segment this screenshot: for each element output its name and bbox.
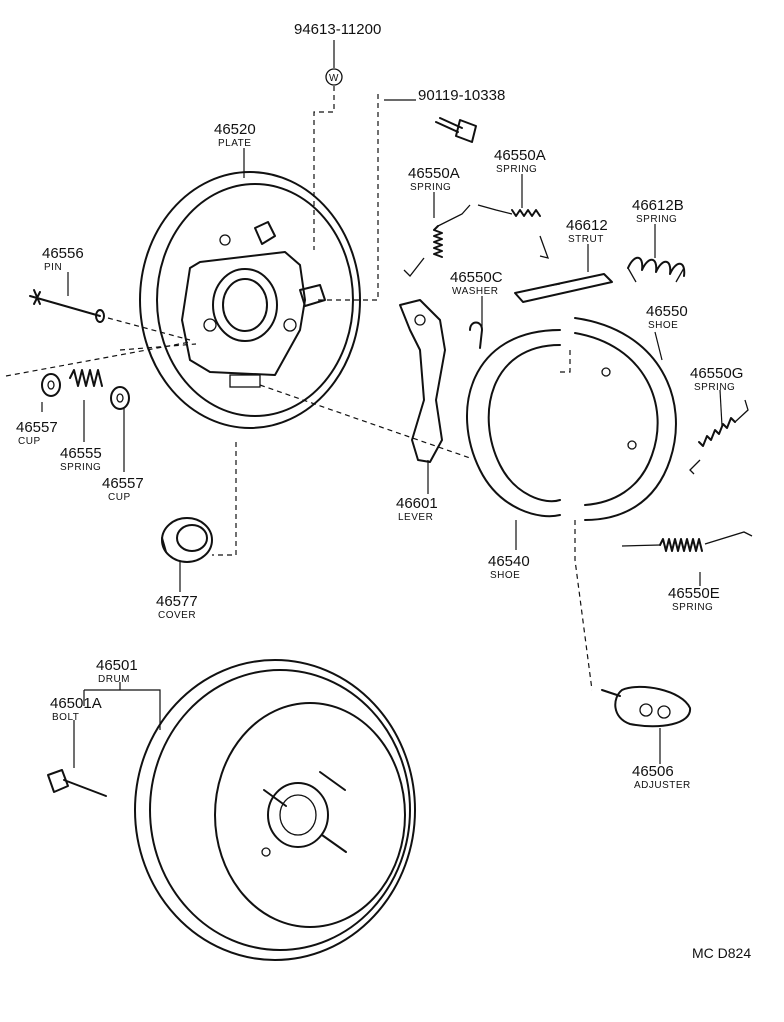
shoe-46550-drawing — [574, 317, 677, 521]
spring-46550a-left-drawing — [403, 204, 471, 277]
washer-symbol-label: W — [329, 73, 339, 84]
part-number: 46612B — [632, 197, 684, 214]
part-number: 46557 — [16, 419, 58, 436]
lever-drawing — [399, 299, 446, 463]
part-number: 46550A — [408, 165, 460, 182]
part-number: 46557 — [102, 475, 144, 492]
part-number: 46506 — [632, 763, 674, 780]
leader-lines — [41, 40, 723, 768]
part-name: SPRING — [672, 602, 713, 613]
spring-46550g-drawing — [689, 399, 749, 475]
part-number: 46612 — [566, 217, 608, 234]
bolt-46501a-drawing — [47, 769, 107, 797]
hold-down-parts-drawing — [41, 369, 130, 410]
part-number: 46577 — [156, 593, 198, 610]
part-name: STRUT — [568, 234, 604, 245]
part-name: BOLT — [52, 712, 79, 723]
part-name: DRUM — [98, 674, 130, 685]
part-name: SPRING — [496, 164, 537, 175]
part-number: 90119-10338 — [418, 87, 505, 104]
part-name: SHOE — [490, 570, 520, 581]
diagram-code: MC D824 — [692, 945, 751, 961]
part-name: SPRING — [60, 462, 101, 473]
part-number: 46555 — [60, 445, 102, 462]
drum-drawing — [134, 659, 416, 961]
strut-drawing — [514, 273, 613, 303]
spring-46550a-right-drawing — [477, 204, 550, 259]
spring-46550e-drawing — [621, 531, 753, 552]
washer-46550c-drawing — [469, 321, 483, 349]
part-number: 46550C — [450, 269, 503, 286]
bolt-90119-drawing — [435, 117, 477, 143]
part-name: ADJUSTER — [634, 780, 691, 791]
adjuster-drawing — [601, 685, 691, 728]
part-number: 46520 — [214, 121, 256, 138]
part-number: 46601 — [396, 495, 438, 512]
part-number: 46550A — [494, 147, 546, 164]
washer-symbol: W — [325, 68, 343, 86]
part-number: 46550 — [646, 303, 688, 320]
backing-plate-drawing — [139, 171, 361, 429]
shoe-46540-drawing — [466, 329, 561, 518]
part-name: PIN — [44, 262, 62, 273]
part-name: PLATE — [218, 138, 251, 149]
part-name: SHOE — [648, 320, 678, 331]
part-name: WASHER — [452, 286, 499, 297]
part-number: 46540 — [488, 553, 530, 570]
part-number: 46550E — [668, 585, 720, 602]
part-name: SPRING — [636, 214, 677, 225]
part-number: 46550G — [690, 365, 743, 382]
part-number: 94613-11200 — [294, 21, 381, 38]
part-name: CUP — [18, 436, 41, 447]
part-labels: 94613-11200 90119-10338 46520 PLATE 4655… — [16, 21, 743, 791]
part-name: SPRING — [410, 182, 451, 193]
part-name: CUP — [108, 492, 131, 503]
part-name: COVER — [158, 610, 196, 621]
assembly-lines — [5, 86, 593, 691]
pin-drawing — [29, 289, 105, 323]
part-number: 46501 — [96, 657, 138, 674]
part-number: 46501A — [50, 695, 102, 712]
part-name: LEVER — [398, 512, 433, 523]
cover-drawing — [161, 517, 213, 563]
spring-46612b-drawing — [627, 256, 686, 283]
part-name: SPRING — [694, 382, 735, 393]
part-number: 46556 — [42, 245, 84, 262]
